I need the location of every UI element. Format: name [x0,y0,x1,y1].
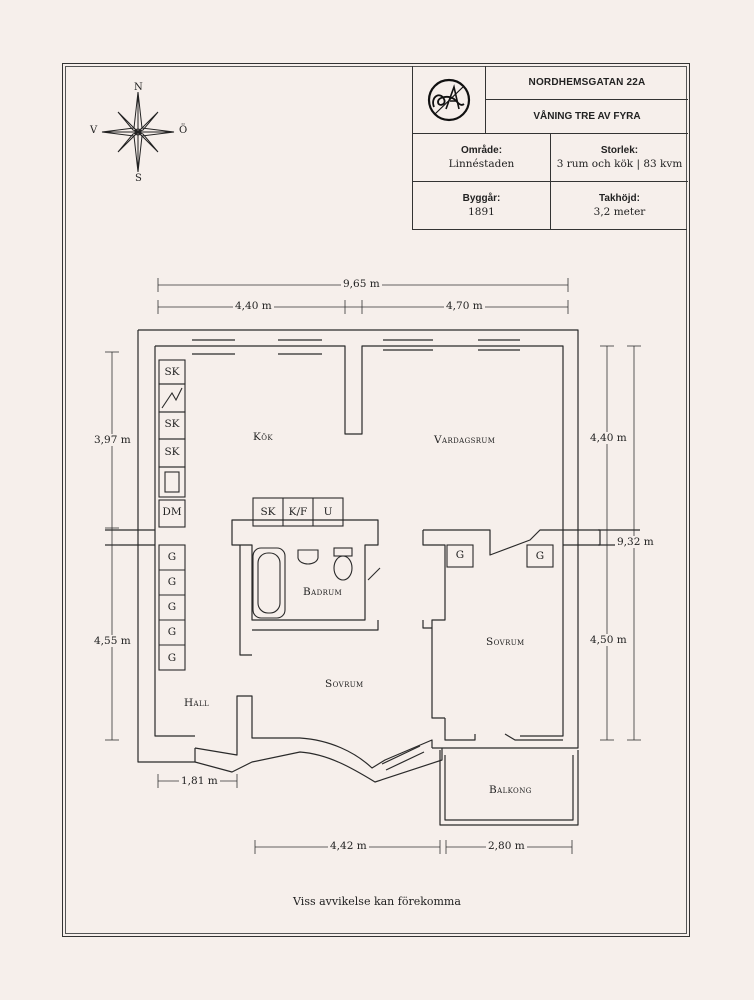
area-label: Område: [460,145,503,156]
compass-rose-icon [101,91,175,173]
room-bedroom-2: Sovrum [486,636,525,648]
outer-frame [62,63,690,937]
compass-s: S [135,173,142,184]
dim-right-upper: 4,40 m [588,432,629,444]
fixture-kf: K/F [288,506,308,518]
room-bathroom: Badrum [303,586,343,598]
compass-rose: N S V Ö [88,80,198,190]
room-hall: Hall [184,697,210,709]
dim-left-upper: 3,97 m [92,434,133,446]
fixture-sk-2: SK [164,418,180,430]
dim-right-lower: 4,50 m [588,634,629,646]
ceiling-cell: Takhöjd: 3,2 meter [551,182,688,230]
dim-left-lower: 4,55 m [92,635,133,647]
fixture-dm: DM [162,506,182,518]
logo-cell [413,66,486,134]
ceiling-label: Takhöjd: [599,193,640,204]
area-value: Linnéstaden [448,158,515,170]
dim-right-width: 4,70 m [444,300,485,312]
title-block: NORDHEMSGATAN 22A VÅNING TRE AV FYRA Omr… [412,66,688,230]
compass-e: Ö [179,125,188,136]
dim-balcony-width: 2,80 m [486,840,527,852]
built-label: Byggår: [462,193,501,204]
size-label: Storlek: [600,145,639,156]
fixture-g-1: G [167,551,177,563]
floor-subtitle: VÅNING TRE AV FYRA [486,100,688,134]
fixture-sk-3: SK [164,446,180,458]
monogram-logo [427,78,471,121]
dim-hall-width: 1,81 m [179,775,220,787]
address-title: NORDHEMSGATAN 22A [486,66,688,100]
fixture-g-2: G [167,576,177,588]
dim-total-width: 9,65 m [341,278,382,290]
fixture-g-4: G [167,626,177,638]
built-cell: Byggår: 1891 [413,182,551,230]
size-cell: Storlek: 3 rum och kök | 83 kvm [551,134,688,182]
room-balcony: Balkong [489,784,532,796]
area-cell: Område: Linnéstaden [413,134,551,182]
fixture-g-7: G [535,550,545,562]
fixture-sk-4: SK [260,506,276,518]
room-kitchen: Kök [253,431,274,443]
compass-w: V [90,125,98,136]
built-value: 1891 [468,206,495,218]
ceiling-value: 3,2 meter [593,206,646,218]
room-bedroom-1: Sovrum [325,678,364,690]
inner-frame [65,66,687,934]
room-living: Vardagsrum [434,434,496,446]
dim-total-height: 9,32 m [615,536,656,548]
size-value: 3 rum och kök | 83 kvm [556,158,683,170]
disclaimer: Viss avvikelse kan förekomma [293,895,461,908]
fixture-g-3: G [167,601,177,613]
fixture-g-5: G [167,652,177,664]
fixture-sk-1: SK [164,366,180,378]
dim-left-width: 4,40 m [233,300,274,312]
fixture-g-6: G [455,549,465,561]
fixture-u: U [323,506,333,518]
dim-bottom-mid: 4,42 m [328,840,369,852]
compass-n: N [134,82,143,93]
